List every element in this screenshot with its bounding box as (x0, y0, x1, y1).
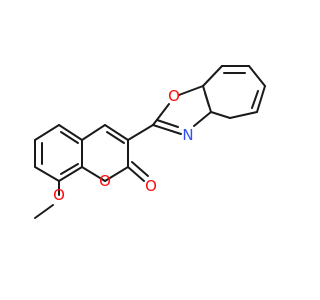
bond (34, 204, 54, 219)
atom-labels: O O O O N (53, 87, 194, 204)
bond (34, 124, 60, 141)
bond (210, 111, 231, 119)
bond (156, 119, 179, 128)
molecule-structure: O O O O N (34, 65, 266, 219)
bond (193, 111, 212, 127)
bond (251, 90, 259, 109)
bond (58, 166, 83, 182)
bond (34, 166, 60, 182)
bond (202, 65, 223, 87)
bond (131, 161, 149, 177)
bonds (34, 65, 266, 219)
bond (127, 124, 154, 141)
bond (204, 92, 210, 107)
atom-o-carbonyl: O (145, 177, 157, 195)
bond (152, 124, 182, 135)
bond (106, 131, 125, 144)
bond (60, 131, 79, 144)
atom-o-oxazole: O (168, 87, 180, 105)
bond (152, 103, 170, 126)
bond (58, 124, 83, 141)
bond (104, 166, 129, 182)
atom-o-methoxy: O (53, 186, 65, 204)
bond (178, 85, 204, 96)
bond (256, 85, 266, 113)
atom-n-oxazole: N (182, 126, 193, 144)
structure-canvas: O O O O N (34, 65, 266, 219)
bond (81, 166, 106, 182)
bond (60, 163, 79, 175)
atom-o-ring: O (99, 172, 111, 190)
bond (248, 65, 266, 87)
bond (229, 111, 258, 119)
bond (81, 124, 106, 141)
bond (127, 166, 145, 182)
bond (104, 124, 129, 141)
